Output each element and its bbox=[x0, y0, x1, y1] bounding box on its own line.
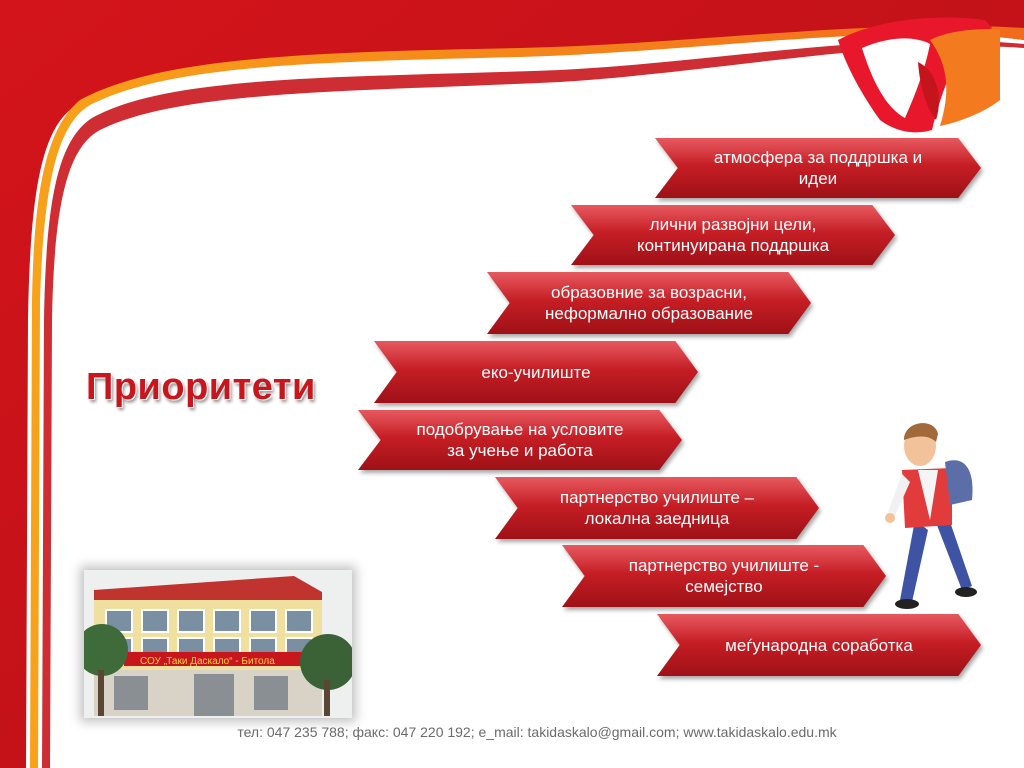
student-icon bbox=[885, 423, 977, 609]
priority-label-line2: локална заедница bbox=[584, 509, 730, 528]
priority-label-line1: лични развојни цели, bbox=[649, 215, 817, 234]
priority-label-line1: образовние за возрасни, bbox=[551, 283, 747, 302]
priority-label-line1: подобрување на условите bbox=[416, 420, 624, 439]
footer-contact: тел: 047 235 788; факс: 047 220 192; e_m… bbox=[237, 724, 837, 740]
priority-label-line2: семејство bbox=[685, 577, 763, 596]
priority-label-line1: партнерство училиште – bbox=[559, 488, 755, 507]
priority-label-line1: партнерство училиште - bbox=[628, 556, 820, 575]
logo-icon bbox=[838, 17, 1000, 133]
priority-label-line2: неформално образование bbox=[545, 304, 753, 323]
priority-label-line1: меѓународна соработка bbox=[725, 635, 913, 655]
priority-label-line2: идеи bbox=[798, 169, 838, 188]
slide-title: Приоритети bbox=[86, 366, 316, 408]
priority-label-line1: атмосфера за поддршка и bbox=[713, 148, 923, 167]
school-sign-text: СОУ „Таки Даскало“ - Битола bbox=[140, 656, 275, 667]
priority-label-line1: еко-училиште bbox=[481, 362, 591, 382]
school-icon bbox=[84, 570, 352, 718]
priority-label-line2: за учење и работа bbox=[447, 441, 593, 460]
school-building-image bbox=[84, 570, 352, 718]
priority-label-line2: континуирана поддршка bbox=[636, 236, 830, 255]
